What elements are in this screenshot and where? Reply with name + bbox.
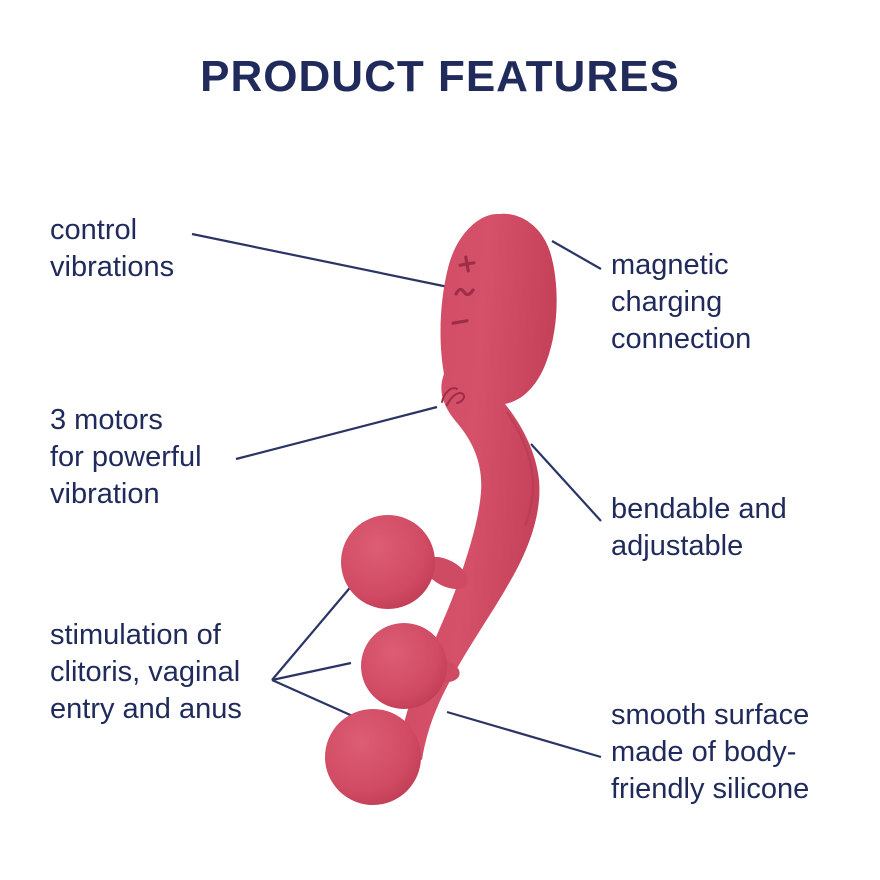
control-buttons (451, 255, 476, 325)
body-shading-crease (505, 411, 535, 527)
stimulation-ball-bottom (325, 709, 421, 805)
ball-stem-top (423, 556, 469, 590)
line-three-motors (235, 405, 438, 461)
line-smooth-surface (446, 710, 602, 759)
annotation-smooth-surface-label: smooth surface made of body- friendly si… (611, 699, 810, 805)
page-title: PRODUCT FEATURES (200, 52, 680, 101)
brand-logo-icon (441, 387, 466, 406)
line-stimulation-middle-ball (271, 661, 352, 682)
product-image (325, 213, 557, 805)
product-body (398, 213, 557, 760)
annotation-magnetic-charging-label: magnetic charging connection (611, 249, 752, 355)
line-magnetic-charging (551, 240, 602, 270)
minus-button-icon (451, 319, 469, 325)
line-bendable (530, 443, 602, 522)
line-stimulation-top-ball (271, 576, 360, 681)
annotation-three-motors-label: 3 motors for powerful vibration (50, 404, 202, 510)
stimulation-ball-top (341, 515, 435, 609)
annotation-control-vibrations-label: control vibrations (50, 214, 175, 283)
plus-button-icon (458, 255, 476, 273)
wave-button-icon (454, 287, 475, 297)
stimulation-ball-middle (361, 623, 447, 709)
annotation-stimulation-areas-label: stimulation of clitoris, vaginal entry a… (50, 619, 242, 725)
line-control-vibrations (191, 232, 459, 291)
annotation-bendable-adjustable-label: bendable and adjustable (611, 493, 787, 562)
